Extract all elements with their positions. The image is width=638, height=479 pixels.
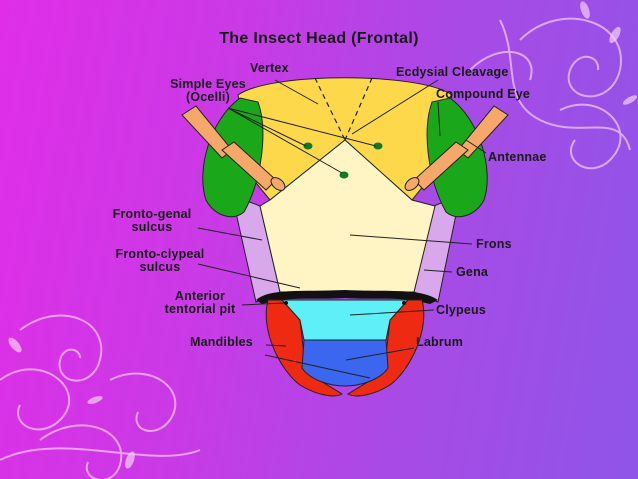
label-compound-eye: Compound Eye <box>436 87 531 101</box>
ocellus-right <box>373 142 383 150</box>
label-anterior-tentorial-line1: Anterior <box>174 289 226 303</box>
label-labrum: Labrum <box>416 335 464 349</box>
antenna-right <box>404 105 509 191</box>
label-anterior-tentorial-pit: Anterior tentorial pit <box>152 290 248 316</box>
antenna-left <box>181 105 286 191</box>
label-fronto-genal-sulcus: Fronto-genal sulcus <box>100 208 204 234</box>
label-clypeus: Clypeus <box>436 303 487 317</box>
label-simple-eyes-line2: (Ocelli) <box>186 90 230 104</box>
tentorial-pit-right <box>402 301 406 305</box>
labrum-region <box>301 339 389 387</box>
label-simple-eyes-line1: Simple Eyes <box>170 77 246 91</box>
label-mandibles: Mandibles <box>190 335 253 349</box>
label-vertex: Vertex <box>250 61 289 75</box>
label-fronto-clypeal-sulcus: Fronto-clypeal sulcus <box>104 248 216 274</box>
ocellus-left <box>303 142 313 150</box>
label-simple-eyes: Simple Eyes (Ocelli) <box>160 78 256 104</box>
label-anterior-tentorial-line2: tentorial pit <box>164 302 236 316</box>
label-fronto-genal-line2: sulcus <box>131 220 173 234</box>
label-ecdysial-cleavage: Ecdysial Cleavage <box>396 65 509 79</box>
leader-lines <box>197 79 487 379</box>
label-fronto-clypeal-line2: sulcus <box>139 260 181 274</box>
label-fronto-genal-line1: Fronto-genal <box>112 207 192 221</box>
label-gena: Gena <box>456 265 489 279</box>
slide-title: The Insect Head (Frontal) <box>219 30 419 47</box>
mandible-left <box>265 299 343 397</box>
frons-region <box>259 139 436 293</box>
mandible-right <box>347 299 425 397</box>
label-frons: Frons <box>476 237 512 251</box>
tentorial-pit-left <box>284 301 288 305</box>
label-antennae: Antennae <box>488 150 547 164</box>
label-fronto-clypeal-line1: Fronto-clypeal <box>115 247 205 261</box>
fronto-clypeal-sulcus <box>256 290 438 304</box>
